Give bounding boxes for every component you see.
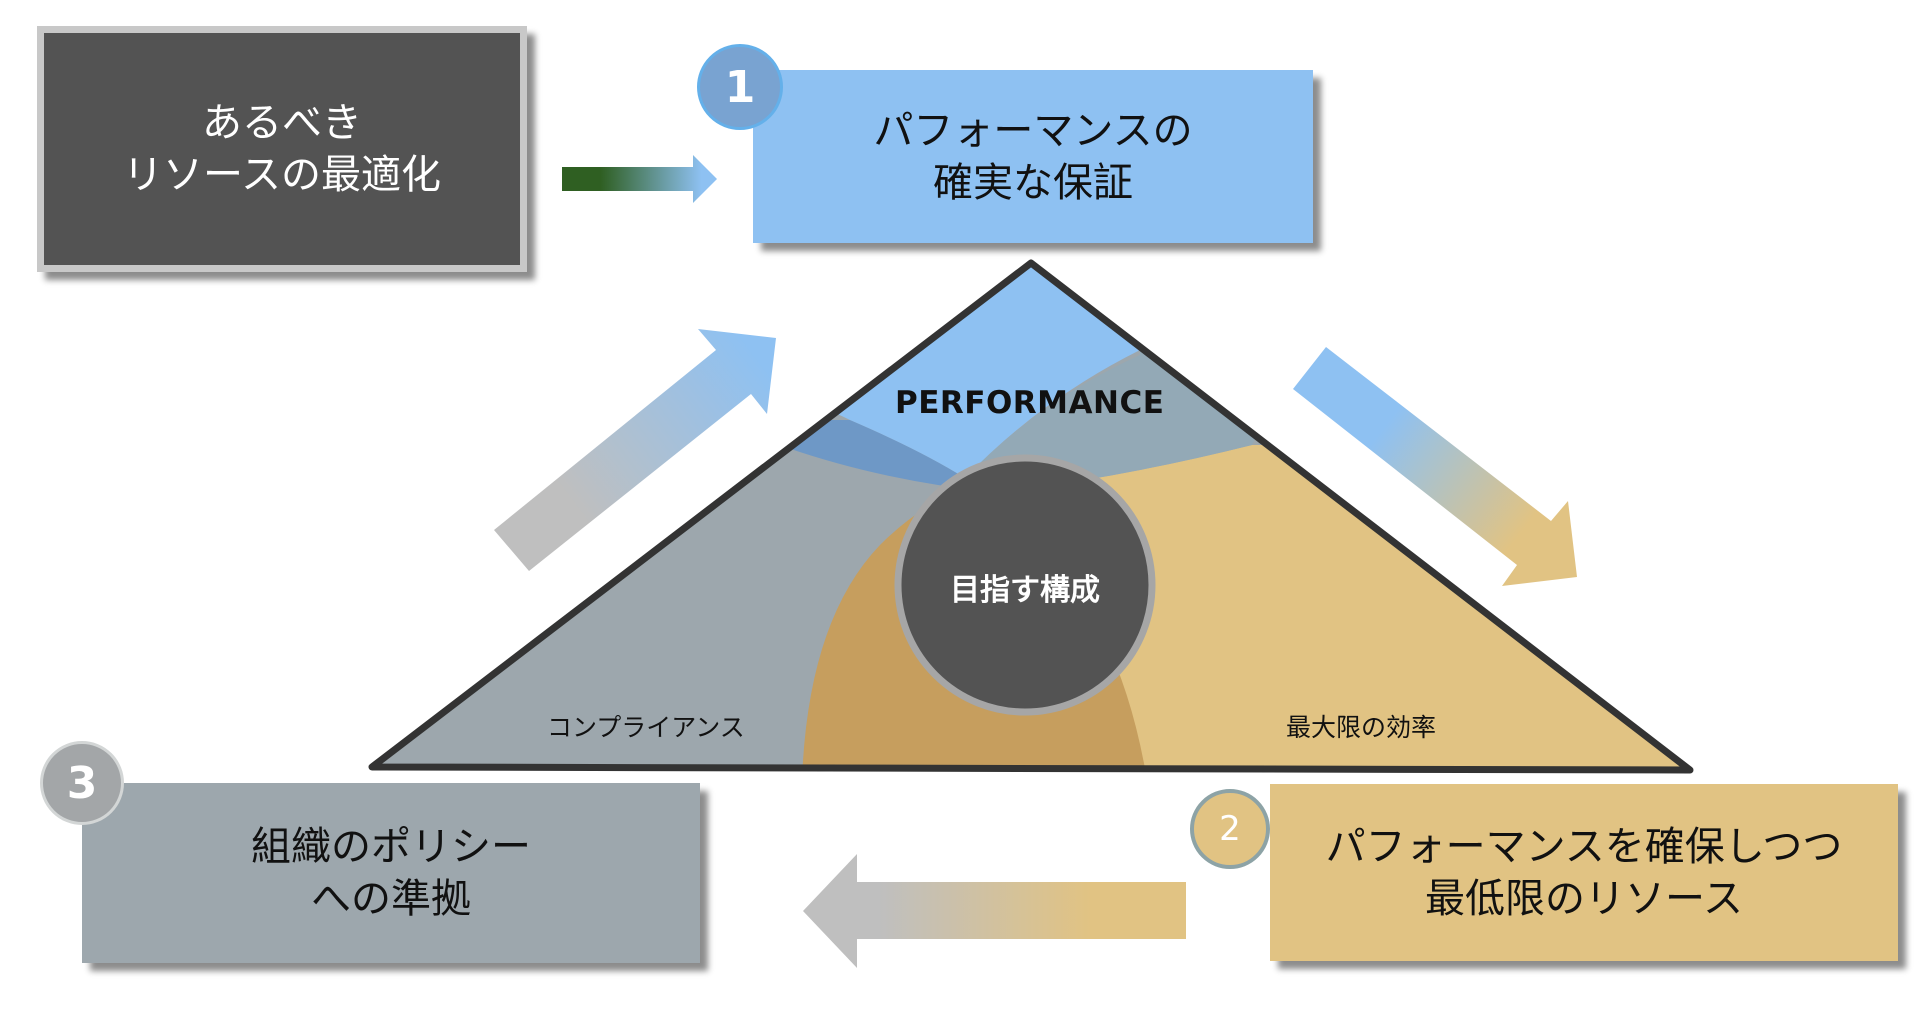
goal-box: あるべき リソースの最適化 xyxy=(37,26,527,272)
arrow-up-right xyxy=(494,329,776,571)
arrow-goal-to-step1 xyxy=(562,155,717,203)
step3-text: 組織のポリシー への準拠 xyxy=(251,824,531,922)
step1-text: パフォーマンスの 確実な保証 xyxy=(873,107,1193,206)
step2-badge: 2 xyxy=(1190,789,1270,869)
compliance-label: コンプライアンス xyxy=(547,713,745,742)
step2-text: パフォーマンスを確保しつつ 最低限のリソース xyxy=(1325,823,1843,922)
step1-badge: 1 xyxy=(697,44,783,130)
efficiency-label: 最大限の効率 xyxy=(1286,713,1437,742)
step2-box: パフォーマンスを確保しつつ 最低限のリソース xyxy=(1270,784,1898,961)
step3-badge: 3 xyxy=(40,741,124,825)
step1-box: パフォーマンスの 確実な保証 xyxy=(753,70,1313,243)
triangle-outline xyxy=(368,259,1694,774)
step3-box: 組織のポリシー への準拠 xyxy=(82,783,700,963)
goal-text: あるべき リソースの最適化 xyxy=(123,100,441,198)
arrow-down-right xyxy=(1293,347,1577,586)
arrow-left xyxy=(803,854,1186,968)
performance-label: PERFORMANCE xyxy=(895,385,1165,421)
center-label: 目指す構成 xyxy=(950,573,1100,608)
center-circle xyxy=(894,454,1156,716)
